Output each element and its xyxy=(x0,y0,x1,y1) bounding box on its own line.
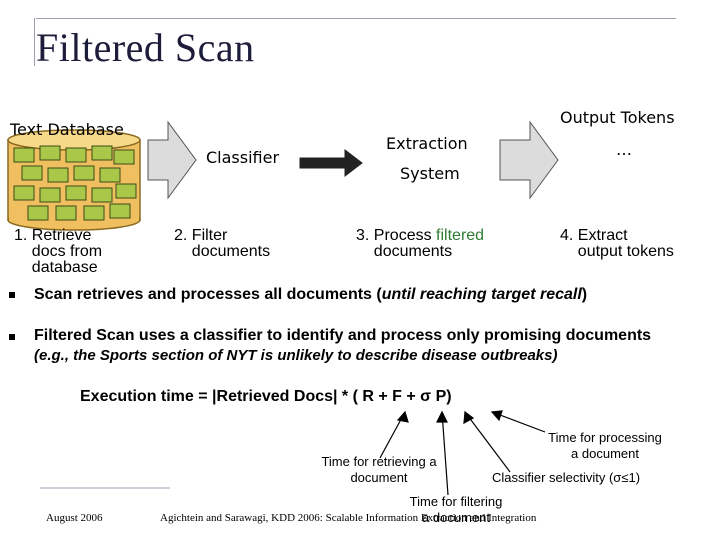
step-number: 2. xyxy=(174,227,188,244)
step-1: 1. Retrieve docs from database xyxy=(14,228,102,276)
annotation-arrows xyxy=(379,410,546,496)
document-icons xyxy=(13,145,137,221)
bullet-lead: Scan xyxy=(34,286,73,303)
output-ellipsis: … xyxy=(616,140,632,159)
bullet-rest: retrieves and processes all documents ( xyxy=(72,286,382,303)
annotation-filtering: Time for filtering a document xyxy=(409,494,503,525)
extraction-label-line1: Extraction xyxy=(386,134,468,153)
step-text: Filter documents xyxy=(191,227,271,260)
footer-citation: Agichtein and Sarawagi, KDD 2006: Scalab… xyxy=(160,512,537,524)
arrow-db-to-classifier xyxy=(147,120,197,200)
step-number: 1. xyxy=(14,227,28,244)
bullet-marker-2 xyxy=(9,334,15,340)
step-4: 4. Extract output tokens xyxy=(560,228,674,260)
execution-time-formula: Execution time = |Retrieved Docs| * ( R … xyxy=(80,388,452,405)
title-rule-left xyxy=(34,18,35,66)
step-text: Retrieve docs from database xyxy=(31,227,103,276)
step-highlight: filtered xyxy=(436,227,485,244)
step-text: Process xyxy=(373,227,437,244)
bullet-scan: Scan retrieves and processes all documen… xyxy=(34,286,587,304)
title-rule xyxy=(36,18,676,19)
slide-title: Filtered Scan xyxy=(36,25,255,70)
annotation-processing: Time for processing a document xyxy=(548,430,662,461)
arrow-classifier-to-extraction xyxy=(299,148,363,178)
database-icon xyxy=(7,129,141,231)
database-label: Text Database xyxy=(10,120,124,139)
footer-date: August 2006 xyxy=(46,512,103,524)
bullet-filtered-scan: Filtered Scan uses a classifier to ident… xyxy=(34,327,651,345)
step-text-rest: documents xyxy=(373,243,453,260)
output-tokens-label: Output Tokens xyxy=(560,108,675,127)
bullet-rest: uses a classifier to identify and proces… xyxy=(134,327,652,344)
bullet-emphasis: until reaching target recall xyxy=(381,286,582,303)
step-text: Extract output tokens xyxy=(577,227,674,260)
step-2: 2. Filter documents xyxy=(174,228,270,260)
classifier-label: Classifier xyxy=(206,148,280,167)
bullet-rest-end: ) xyxy=(581,286,588,303)
extraction-label-line2: System xyxy=(400,164,460,183)
bullet-lead: Filtered Scan xyxy=(34,327,135,344)
annotation-selectivity: Classifier selectivity (σ≤1) xyxy=(491,470,641,485)
annotation-retrieving: Time for retrieving a document xyxy=(321,454,437,485)
arrow-extraction-to-output xyxy=(499,120,559,200)
bullet-subtext: (e.g., the Sports section of NYT is unli… xyxy=(34,347,558,364)
step-number: 3. xyxy=(356,227,370,244)
step-number: 4. xyxy=(560,227,574,244)
step-3: 3. Process filtered documents xyxy=(356,227,485,261)
bullet-marker-1 xyxy=(9,292,15,298)
